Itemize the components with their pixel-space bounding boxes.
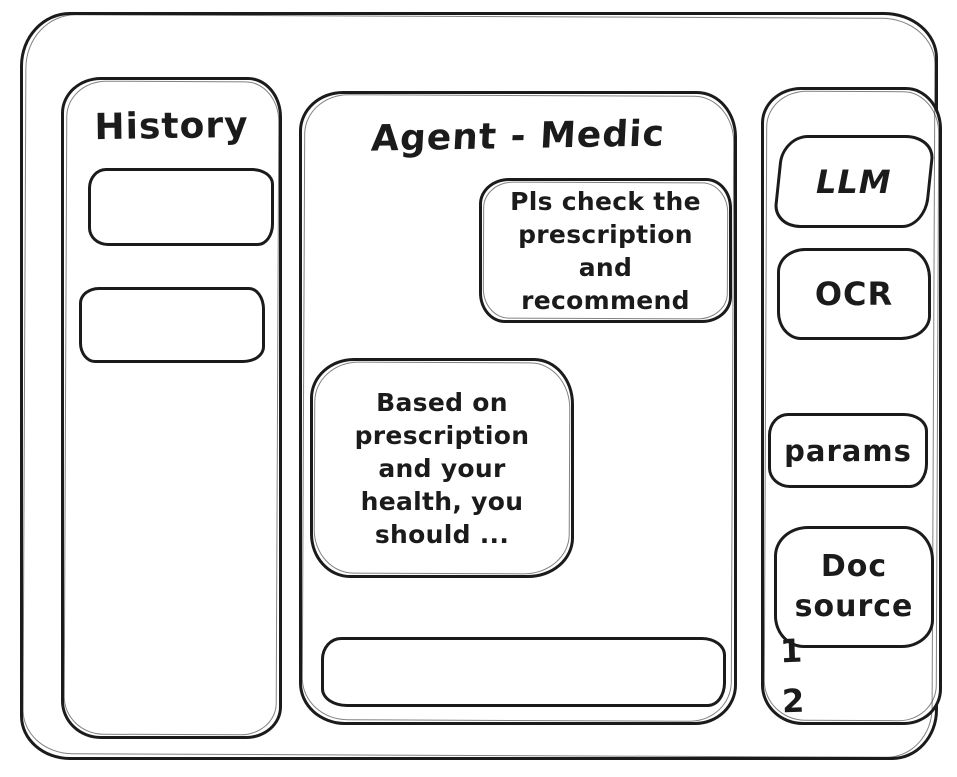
- doc-source-button[interactable]: Doc source: [774, 526, 934, 648]
- history-item[interactable]: [88, 168, 274, 246]
- chat-input[interactable]: [321, 637, 726, 707]
- assistant-message-bubble: Based on prescription and your health, y…: [310, 358, 574, 578]
- history-panel: History: [61, 77, 282, 739]
- ocr-button-label: OCR: [814, 275, 894, 313]
- llm-button-label: LLM: [816, 162, 892, 201]
- tools-panel: LLM OCR params Doc source 1 2: [761, 87, 942, 725]
- app-window-frame: History Agent - Medic Pls check the pres…: [20, 12, 942, 760]
- chat-title: Agent - Medic: [370, 113, 666, 160]
- params-button-label: params: [784, 433, 912, 468]
- assistant-message-text: Based on prescription and your health, y…: [354, 387, 530, 549]
- history-title: History: [94, 104, 249, 149]
- doc-source-button-label: Doc source: [794, 548, 914, 625]
- doc-source-item-2[interactable]: 2: [781, 681, 805, 721]
- ocr-button[interactable]: OCR: [777, 248, 931, 340]
- doc-source-item-1[interactable]: 1: [779, 631, 803, 671]
- history-item[interactable]: [79, 287, 265, 363]
- llm-button[interactable]: LLM: [772, 135, 936, 228]
- params-button[interactable]: params: [768, 413, 928, 488]
- chat-panel: Agent - Medic Pls check the prescription…: [299, 91, 737, 725]
- user-message-text: Pls check the prescription and recommend: [510, 186, 701, 315]
- user-message-bubble: Pls check the prescription and recommend: [479, 178, 732, 323]
